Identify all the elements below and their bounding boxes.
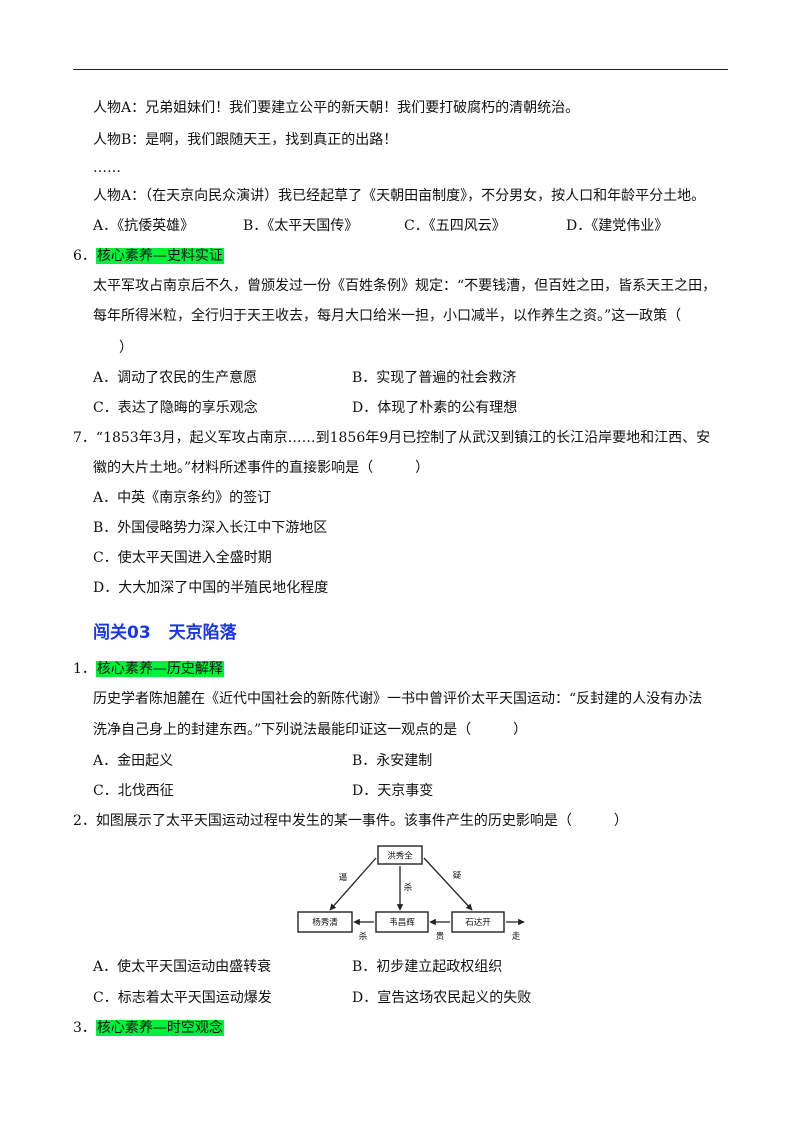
box-yang-xiuqing bbox=[297, 911, 353, 933]
section-title: 天京陷落 bbox=[168, 623, 237, 643]
box-shi-dakai bbox=[451, 911, 505, 933]
q6-competency-tag: 核心素养—史料实证 bbox=[95, 248, 224, 264]
s3q1-text1: 历史学者陈旭麓在《近代中国社会的新陈代谢》一书中曾评价太平天国运动：“反封建的人… bbox=[93, 691, 703, 707]
arrow-hong-to-shi bbox=[423, 857, 473, 911]
s3q3-header: 3．核心素养—时空观念 bbox=[73, 1018, 224, 1038]
s3q2-option-a[interactable]: A．使太平天国运动由盛转衰 bbox=[93, 959, 272, 975]
section-heading: 闯关03 天京陷落 bbox=[93, 618, 237, 643]
s3q1-option-a[interactable]: A．金田起义 bbox=[93, 753, 174, 769]
s3q2-option-c[interactable]: C．标志着太平天国运动爆发 bbox=[93, 990, 272, 1006]
label-arrow-zou: 走 bbox=[512, 932, 521, 942]
s3q1-option-c[interactable]: C．北伐西征 bbox=[93, 783, 174, 799]
q5-option-d[interactable]: D．《建党伟业》 bbox=[566, 218, 669, 234]
tianjing-incident-diagram: 洪秀全 杨秀清 韦昌辉 石达开 逼 杀 疑 杀 贵 走 bbox=[297, 845, 525, 942]
label-hong-xiuquan: 洪秀全 bbox=[387, 851, 413, 862]
s3q2-option-d[interactable]: D．宣告这场农民起义的失败 bbox=[352, 990, 532, 1006]
q7-option-c[interactable]: C．使太平天国进入全盛时期 bbox=[93, 550, 272, 566]
s3q2-option-b[interactable]: B．初步建立起政权组织 bbox=[352, 959, 503, 975]
q6-option-b[interactable]: B．实现了普遍的社会救济 bbox=[352, 370, 517, 386]
label-wei-changhui: 韦昌辉 bbox=[389, 918, 415, 928]
s3q3-competency-tag: 核心素养—时空观念 bbox=[95, 1020, 224, 1036]
q6-number: 6． bbox=[73, 248, 96, 264]
s3q1-option-d[interactable]: D．天京事变 bbox=[352, 783, 434, 799]
q7-option-b[interactable]: B．外国侵略势力深入长江中下游地区 bbox=[93, 520, 328, 536]
q5-ellipsis: …… bbox=[93, 160, 121, 176]
q5-line2: 人物B：是啊，我们跟随天王，找到真正的出路！ bbox=[93, 132, 398, 148]
s3q1-text2: 洗净自己身上的封建东西。”下列说法最能印证这一观点的是（ ） bbox=[93, 722, 528, 738]
header-rule bbox=[73, 69, 728, 70]
q7-option-d[interactable]: D．大大加深了中国的半殖民地化程度 bbox=[93, 580, 329, 596]
label-arrow-sha-horizontal: 杀 bbox=[359, 931, 368, 942]
q5-line3: 人物A：（在天京向民众演讲）我已经起草了《天朝田亩制度》，不分男女，按人口和年龄… bbox=[93, 188, 706, 204]
q7-option-a[interactable]: A．中英《南京条约》的签订 bbox=[93, 490, 272, 506]
q5-option-b[interactable]: B．《太平天国传》 bbox=[243, 218, 359, 234]
box-wei-changhui bbox=[375, 911, 429, 933]
arrow-hong-to-yang bbox=[329, 857, 377, 911]
s3q1-header: 1．核心素养—历史解释 bbox=[73, 659, 224, 679]
diagram-boxes bbox=[297, 845, 505, 933]
q5-option-a[interactable]: A．《抗倭英雄》 bbox=[93, 218, 195, 234]
label-arrow-gui: 贵 bbox=[436, 931, 445, 942]
s3q2-text: 2．如图展示了太平天国运动过程中发生的某一事件。该事件产生的历史影响是（ ） bbox=[73, 813, 628, 829]
q7-text2: 徽的大片土地。”材料所述事件的直接影响是（ ） bbox=[93, 460, 430, 476]
q6-header: 6．核心素养—史料实证 bbox=[73, 246, 224, 266]
q6-option-a[interactable]: A．调动了农民的生产意愿 bbox=[93, 370, 258, 386]
section-label: 闯关03 bbox=[93, 623, 151, 643]
q6-text3: ） bbox=[119, 340, 133, 356]
s3q1-number: 1． bbox=[73, 661, 96, 677]
label-arrow-bi: 逼 bbox=[339, 873, 348, 883]
q6-option-c[interactable]: C．表达了隐晦的享乐观念 bbox=[93, 400, 258, 416]
box-hong-xiuquan bbox=[377, 845, 423, 865]
q5-line1: 人物A：兄弟姐妹们！我们要建立公平的新天朝！我们要打破腐朽的清朝统治。 bbox=[93, 100, 580, 116]
q6-text1: 太平军攻占南京后不久，曾颁发过一份《百姓条例》规定：“不要钱漕，但百姓之田，皆系… bbox=[93, 278, 717, 294]
label-arrow-yi: 疑 bbox=[453, 870, 462, 881]
q7-text1: 7．“1853年3月，起义军攻占南京……到1856年9月已控制了从武汉到镇江的长… bbox=[73, 430, 711, 446]
diagram-arrows bbox=[329, 857, 525, 926]
q6-text2: 每年所得米粒，全行归于天王收去，每月大口给米一担，小口减半，以作养生之资。”这一… bbox=[93, 308, 682, 324]
s3q1-option-b[interactable]: B．永安建制 bbox=[352, 753, 433, 769]
label-arrow-sha-vertical: 杀 bbox=[404, 882, 413, 893]
label-yang-xiuqing: 杨秀清 bbox=[312, 917, 338, 928]
label-shi-dakai: 石达开 bbox=[465, 917, 491, 928]
s3q3-number: 3． bbox=[73, 1020, 96, 1036]
q6-option-d[interactable]: D．体现了朴素的公有理想 bbox=[352, 400, 518, 416]
q5-option-c[interactable]: C．《五四风云》 bbox=[404, 218, 506, 234]
s3q1-competency-tag: 核心素养—历史解释 bbox=[95, 661, 224, 677]
